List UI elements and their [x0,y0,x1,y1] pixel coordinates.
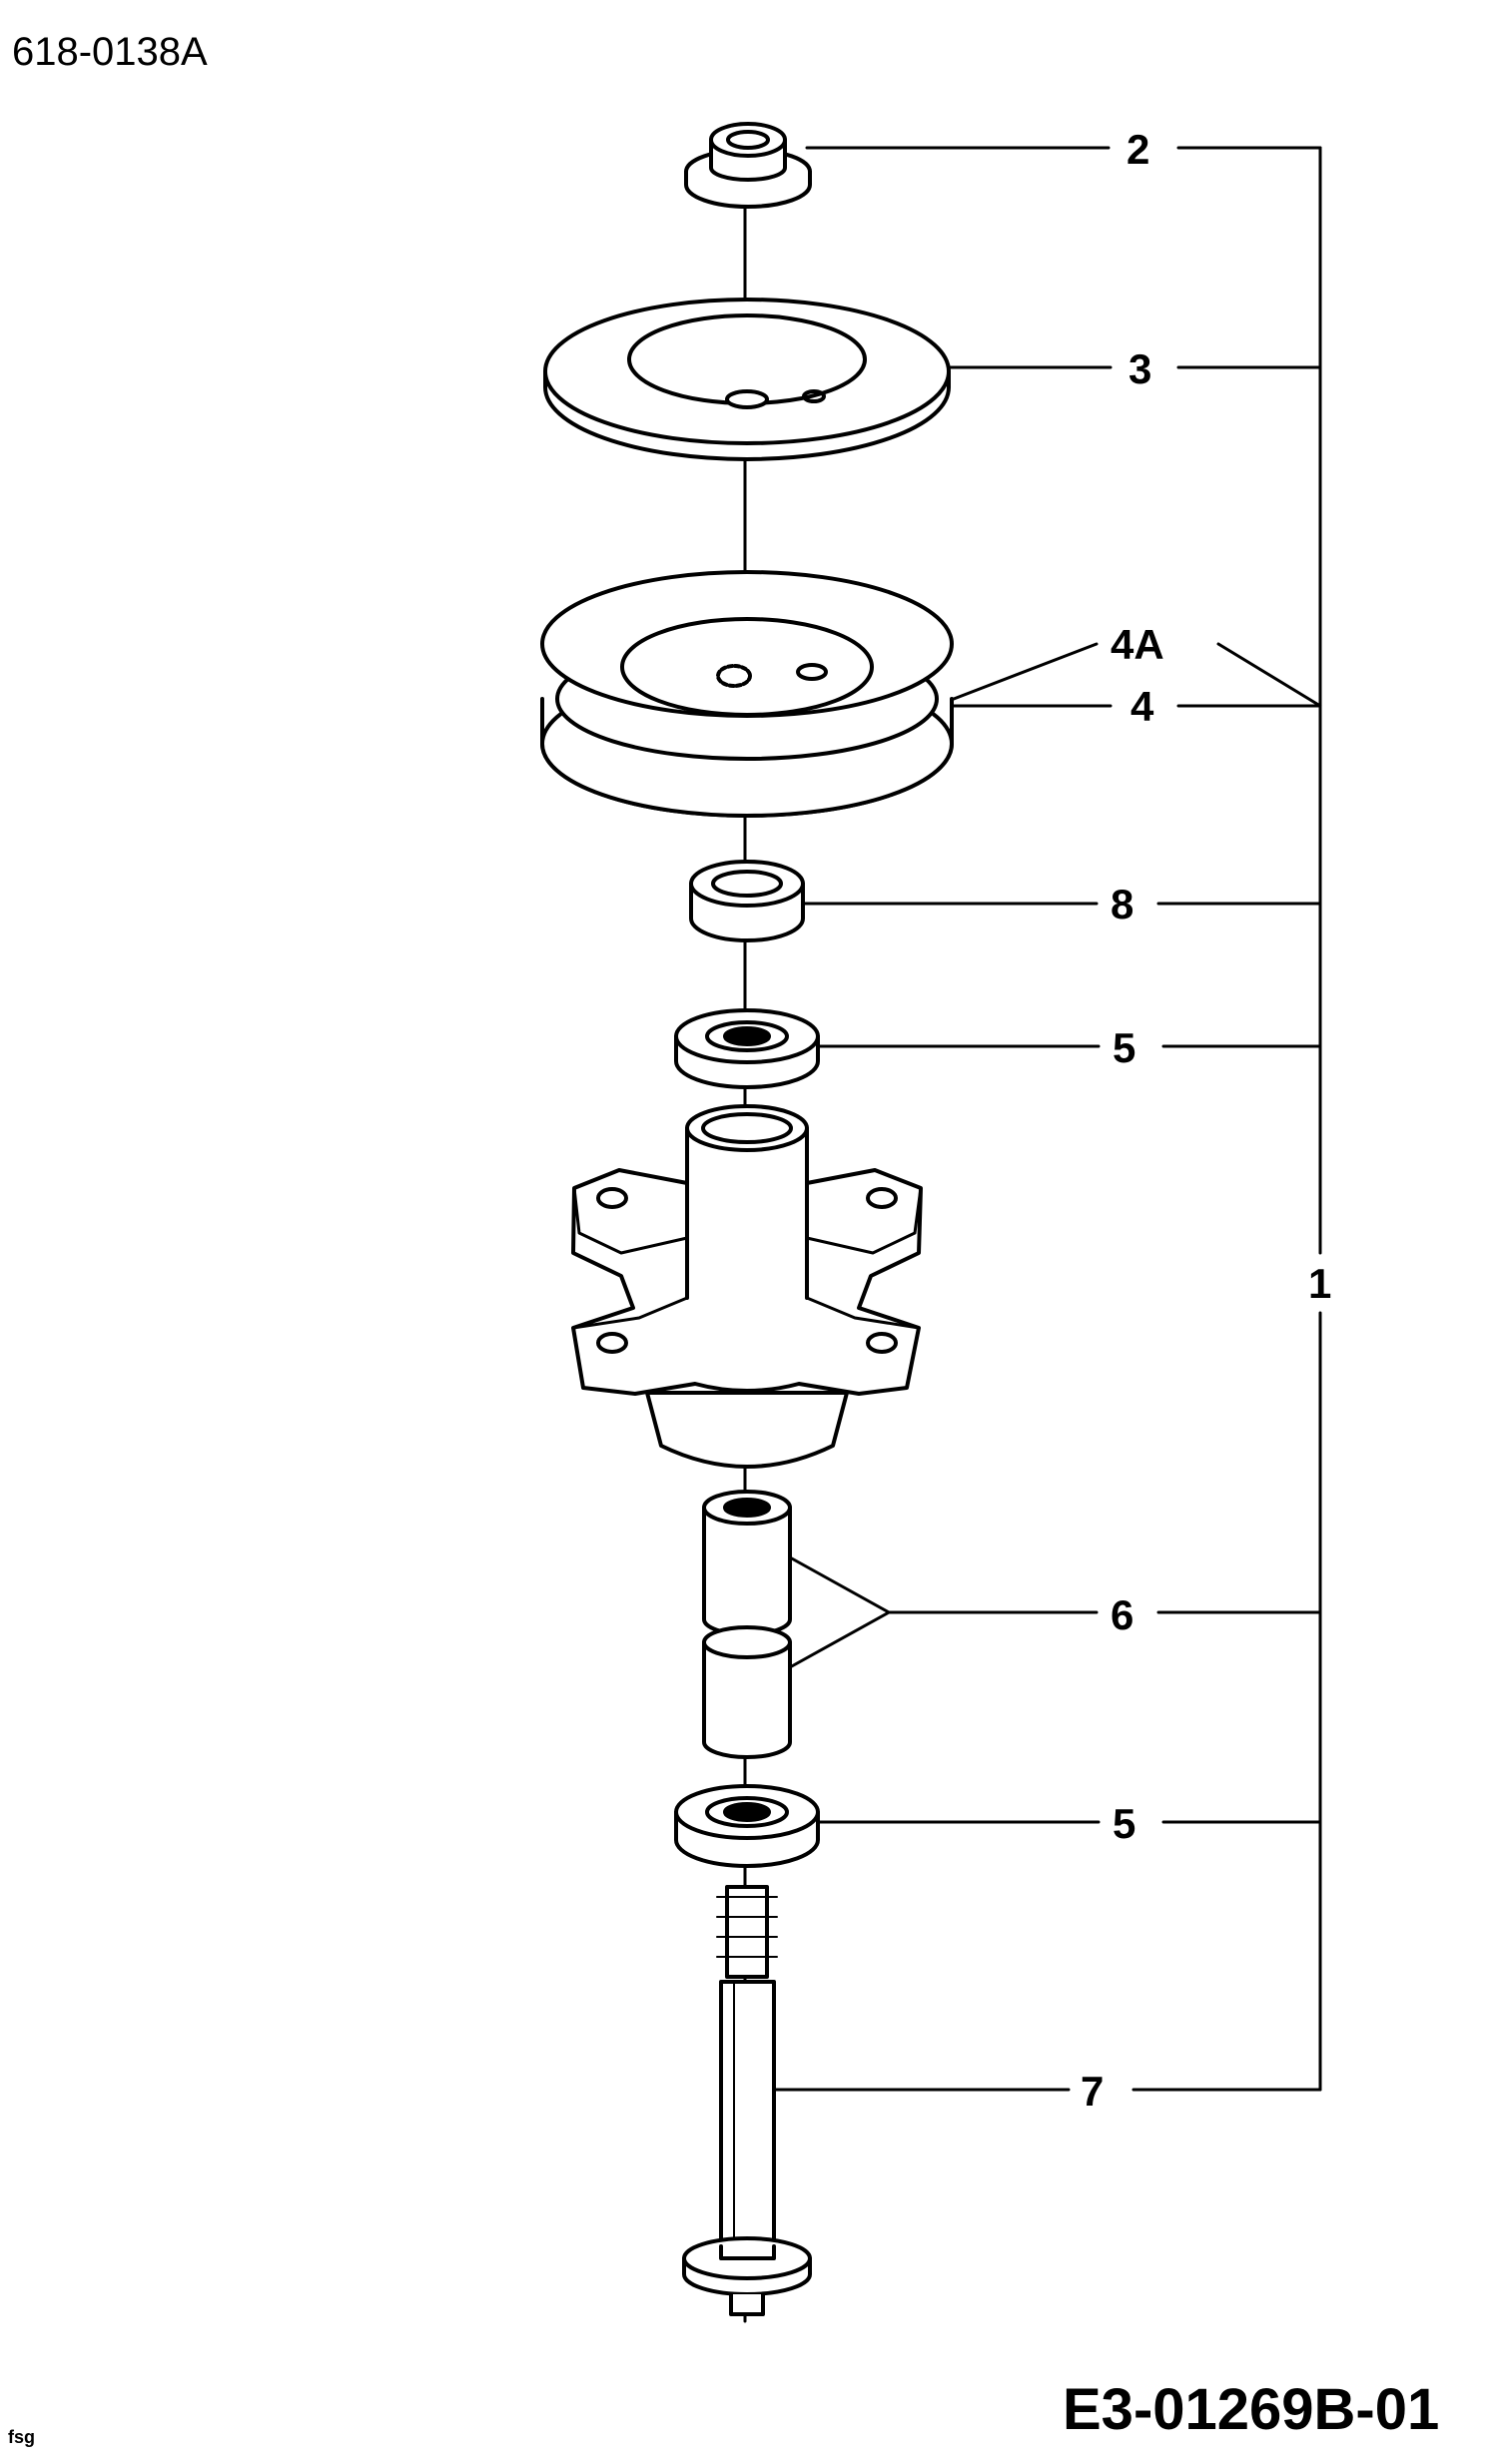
diagram-id: 618-0138A [12,30,208,74]
callout-3: 3 [1128,345,1151,392]
drawing-number: E3-01269B-01 [1063,2377,1440,2442]
footer-note: fsg [8,2427,35,2447]
part-v-pulley [540,570,954,818]
part-spindle-shaft [682,1885,812,2316]
callout-5-top: 5 [1113,1024,1135,1071]
part-pulley-disc [543,298,951,461]
callout-4: 4 [1130,683,1154,730]
callout-2: 2 [1126,126,1149,173]
leader-lines [772,146,1322,2092]
part-spacer [689,860,805,942]
part-flange-nut [684,122,812,209]
spindle-housing [571,1104,923,1469]
callout-1: 1 [1308,1260,1331,1307]
callout-7: 7 [1081,2068,1104,2115]
callout-6: 6 [1111,1591,1133,1638]
part-bearing-top [674,1008,820,1089]
part-sleeves [702,1490,792,1759]
callout-4a: 4A [1111,621,1164,668]
part-bearing-bottom [674,1784,820,1868]
callout-8: 8 [1111,881,1133,927]
callout-5-bottom: 5 [1113,1800,1135,1847]
